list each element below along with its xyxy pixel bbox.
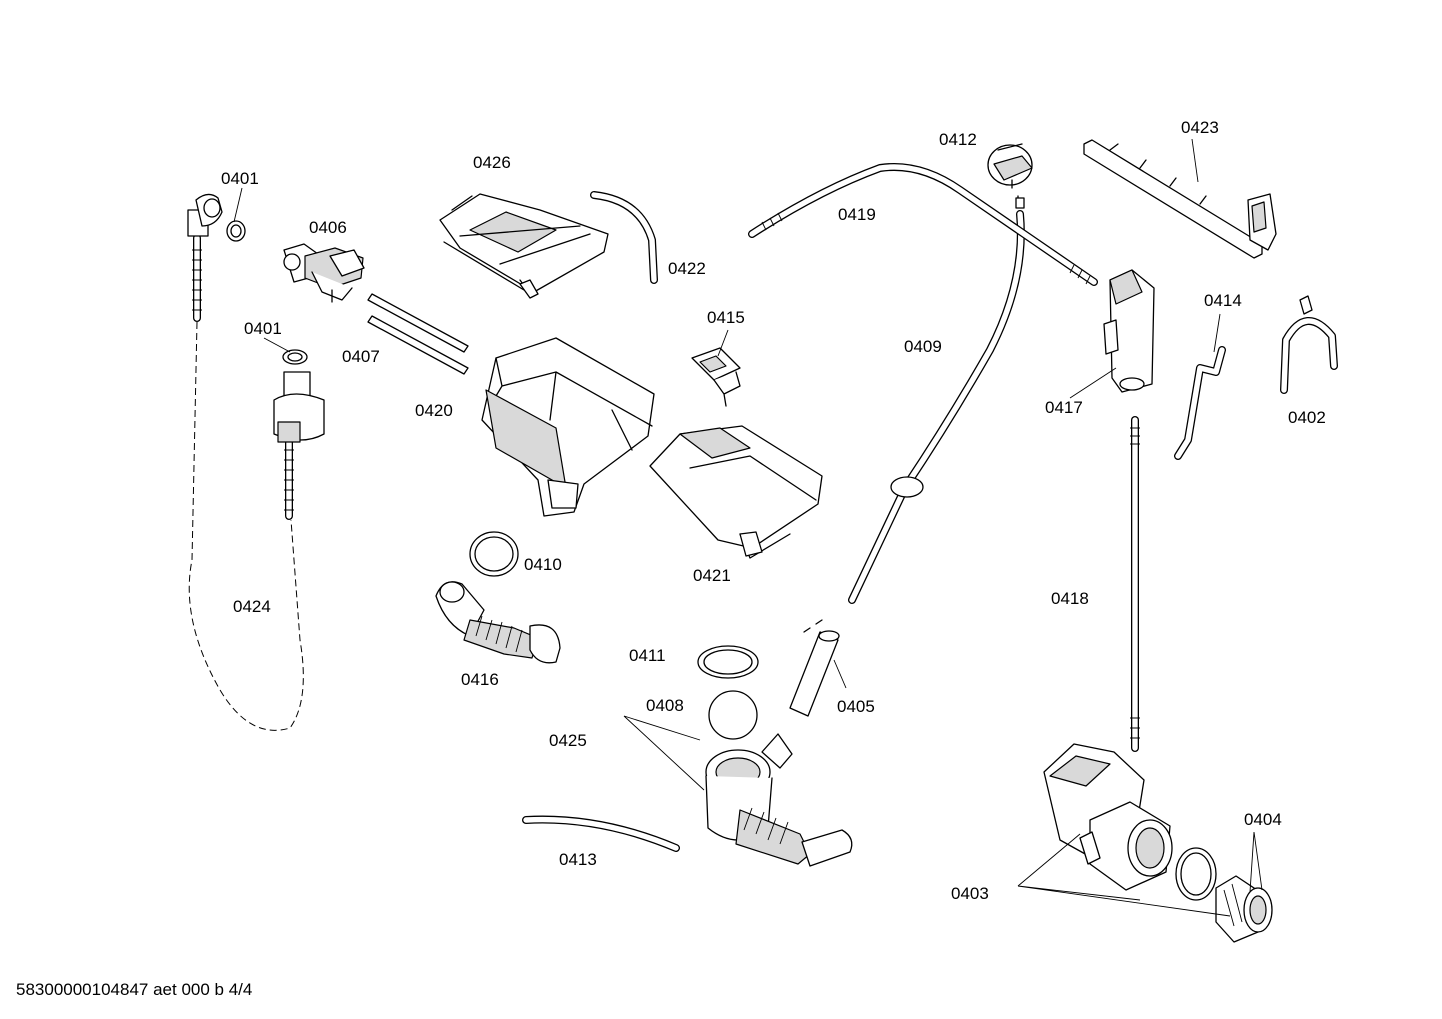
document-reference: 58300000104847 aet 000 b 4/4 <box>16 980 253 999</box>
check-ball[interactable] <box>708 690 758 740</box>
gasket-ring[interactable] <box>697 645 759 679</box>
seal-ring-upper[interactable] <box>226 220 246 242</box>
hose-bracket[interactable] <box>1280 295 1338 394</box>
hose-path-dashed <box>188 321 304 731</box>
inlet-hose-upper[interactable] <box>187 193 223 322</box>
support-rail[interactable] <box>1083 139 1277 259</box>
label-0414: 0414 <box>1204 291 1242 310</box>
leader-lines <box>233 138 1263 917</box>
vent-hose[interactable] <box>590 191 658 284</box>
conduit-rods[interactable] <box>367 293 469 375</box>
filter-cartridge[interactable] <box>789 619 840 717</box>
label-0412: 0412 <box>939 130 977 149</box>
pressure-tube[interactable] <box>848 210 1025 604</box>
label-0405: 0405 <box>837 697 875 716</box>
detergent-drawer[interactable] <box>649 425 823 559</box>
label-0402: 0402 <box>1288 408 1326 427</box>
bent-rod[interactable] <box>1174 346 1226 460</box>
drain-hose-vertical[interactable] <box>1130 416 1140 752</box>
pump-seal[interactable] <box>1175 847 1217 901</box>
inlet-valve[interactable] <box>283 243 365 303</box>
long-hose[interactable] <box>748 162 1098 286</box>
dispenser-housing[interactable] <box>481 337 655 517</box>
label-0421: 0421 <box>693 566 731 585</box>
dispenser-flap[interactable] <box>691 347 741 407</box>
part-number-labels: 0401 0401 0406 0407 0420 0426 0422 0415 … <box>221 118 1326 903</box>
air-trap-chamber[interactable] <box>1103 269 1155 393</box>
label-0406: 0406 <box>309 218 347 237</box>
label-0404: 0404 <box>1244 810 1282 829</box>
label-0416: 0416 <box>461 670 499 689</box>
label-0426: 0426 <box>473 153 511 172</box>
o-ring[interactable] <box>469 531 519 577</box>
label-0425: 0425 <box>549 731 587 750</box>
label-0408: 0408 <box>646 696 684 715</box>
label-0424: 0424 <box>233 597 271 616</box>
label-0419: 0419 <box>838 205 876 224</box>
label-0422: 0422 <box>668 259 706 278</box>
label-0409: 0409 <box>904 337 942 356</box>
inlet-hose-lower[interactable] <box>273 371 325 520</box>
label-0403: 0403 <box>951 884 989 903</box>
label-0410: 0410 <box>524 555 562 574</box>
label-0415: 0415 <box>707 308 745 327</box>
label-0417: 0417 <box>1045 398 1083 417</box>
drain-pump[interactable] <box>1043 743 1173 891</box>
label-0407: 0407 <box>342 347 380 366</box>
sump-bellows[interactable] <box>705 733 853 867</box>
pressure-switch[interactable] <box>987 143 1033 209</box>
label-0401-upper: 0401 <box>221 169 259 188</box>
label-0423: 0423 <box>1181 118 1219 137</box>
label-0413: 0413 <box>559 850 597 869</box>
dispenser-cover[interactable] <box>439 193 609 299</box>
label-0420: 0420 <box>415 401 453 420</box>
seal-ring-lower[interactable] <box>282 349 308 365</box>
small-hose[interactable] <box>522 815 680 852</box>
pump-filter[interactable] <box>1215 875 1273 943</box>
label-0411: 0411 <box>629 646 666 665</box>
label-0401-lower: 0401 <box>244 319 282 338</box>
label-0418: 0418 <box>1051 589 1089 608</box>
fill-bellows-hose[interactable] <box>435 581 561 664</box>
